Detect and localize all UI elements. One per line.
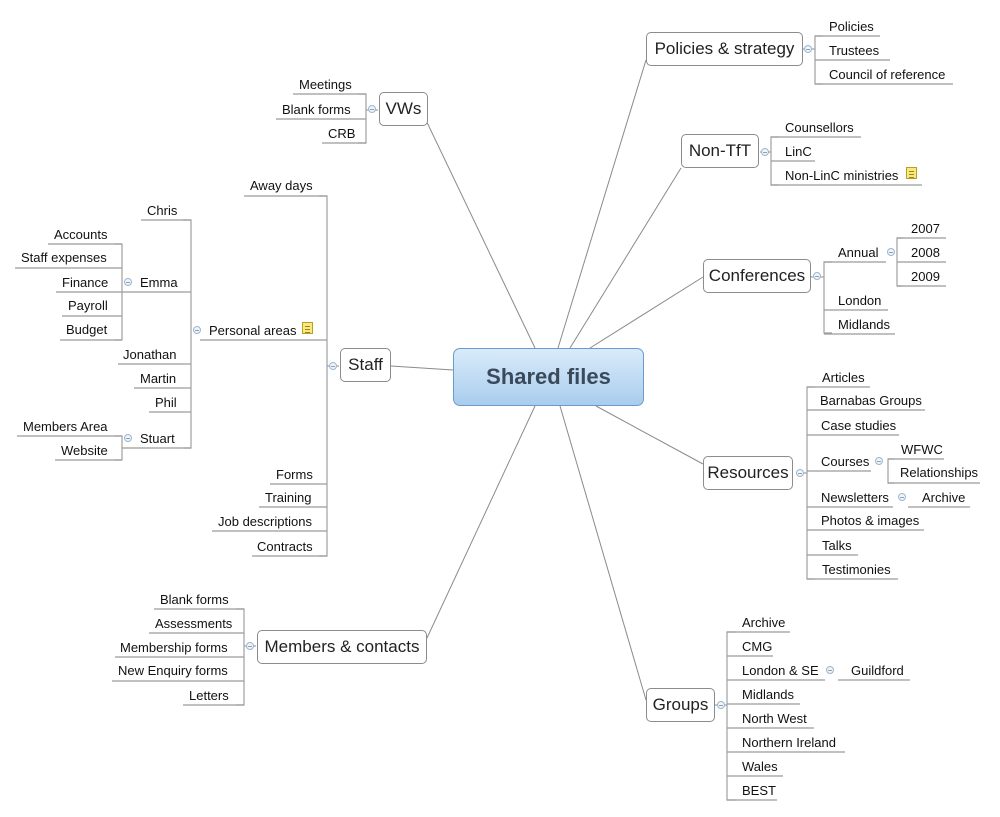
topic-contracts[interactable]: Contracts	[257, 539, 313, 554]
topic-away-days[interactable]: Away days	[250, 178, 313, 193]
topic-staff[interactable]: Staff	[340, 348, 391, 382]
members-branch-lines	[112, 608, 256, 706]
topic-photos-images[interactable]: Photos & images	[821, 513, 920, 528]
topic-wales[interactable]: Wales	[742, 759, 778, 774]
central-connectors	[390, 59, 704, 701]
staff-branch-lines	[15, 195, 339, 557]
topic-members-blank-forms[interactable]: Blank forms	[160, 592, 229, 607]
topic-vws-blank-forms[interactable]: Blank forms	[282, 102, 351, 117]
topic-meetings[interactable]: Meetings	[299, 77, 352, 92]
topic-new-enquiry-forms[interactable]: New Enquiry forms	[118, 663, 228, 678]
note-icon[interactable]	[302, 322, 313, 334]
collapse-icon[interactable]	[368, 105, 376, 113]
topic-newsletters[interactable]: Newsletters	[821, 490, 889, 505]
topic-wfwc[interactable]: WFWC	[901, 442, 943, 457]
topic-council-of-reference[interactable]: Council of reference	[829, 67, 946, 82]
topic-2008[interactable]: 2008	[911, 245, 940, 260]
topic-policies-strategy[interactable]: Policies & strategy	[646, 32, 803, 66]
groups-branch-lines	[715, 631, 910, 801]
central-topic[interactable]: Shared files	[453, 348, 644, 406]
topic-counsellors[interactable]: Counsellors	[785, 120, 854, 135]
collapse-icon[interactable]	[193, 326, 201, 334]
topic-staff-expenses[interactable]: Staff expenses	[21, 250, 107, 265]
topic-accounts[interactable]: Accounts	[54, 227, 108, 242]
collapse-icon[interactable]	[246, 642, 254, 650]
topic-london[interactable]: London	[838, 293, 882, 308]
vws-branch-lines	[276, 93, 378, 144]
collapse-icon[interactable]	[875, 457, 883, 465]
topic-articles[interactable]: Articles	[822, 370, 865, 385]
collapse-icon[interactable]	[887, 248, 895, 256]
topic-jonathan[interactable]: Jonathan	[123, 347, 177, 362]
topic-letters[interactable]: Letters	[189, 688, 229, 703]
collapse-icon[interactable]	[796, 469, 804, 477]
collapse-icon[interactable]	[329, 362, 337, 370]
topic-crb[interactable]: CRB	[328, 126, 356, 141]
topic-best[interactable]: BEST	[742, 783, 776, 798]
topic-groups[interactable]: Groups	[646, 688, 715, 722]
collapse-icon[interactable]	[898, 493, 906, 501]
topic-2007[interactable]: 2007	[911, 221, 940, 236]
topic-groups-archive[interactable]: Archive	[742, 615, 786, 630]
topic-training[interactable]: Training	[265, 490, 312, 505]
topic-martin[interactable]: Martin	[140, 371, 177, 386]
collapse-icon[interactable]	[813, 272, 821, 280]
topic-groups-midlands[interactable]: Midlands	[742, 687, 795, 702]
topic-emma[interactable]: Emma	[140, 275, 178, 290]
collapse-icon[interactable]	[826, 666, 834, 674]
topic-policies[interactable]: Policies	[829, 19, 874, 34]
collapse-icon[interactable]	[761, 148, 769, 156]
topic-vws[interactable]: VWs	[379, 92, 428, 126]
topic-newsletters-archive[interactable]: Archive	[922, 490, 966, 505]
topic-relationships[interactable]: Relationships	[900, 465, 979, 480]
topic-members-area[interactable]: Members Area	[23, 419, 108, 434]
collapse-icon[interactable]	[804, 45, 812, 53]
topic-personal-areas[interactable]: Personal areas	[209, 323, 297, 338]
topic-cmg[interactable]: CMG	[742, 639, 773, 654]
topic-finance[interactable]: Finance	[62, 275, 109, 290]
topic-midlands[interactable]: Midlands	[838, 317, 891, 332]
topic-northern-ireland[interactable]: Northern Ireland	[742, 735, 836, 750]
collapse-icon[interactable]	[717, 701, 725, 709]
topic-phil[interactable]: Phil	[155, 395, 177, 410]
policies-branch-lines	[803, 35, 953, 85]
topic-payroll[interactable]: Payroll	[68, 298, 108, 313]
topic-job-descriptions[interactable]: Job descriptions	[218, 514, 312, 529]
topic-north-west[interactable]: North West	[742, 711, 807, 726]
topic-members-contacts[interactable]: Members & contacts	[257, 630, 427, 664]
topic-talks[interactable]: Talks	[822, 538, 852, 553]
topic-barnabas-groups[interactable]: Barnabas Groups	[820, 393, 922, 408]
topic-annual[interactable]: Annual	[838, 245, 879, 260]
conferences-branch-lines	[811, 237, 946, 335]
topic-london-se[interactable]: London & SE	[742, 663, 819, 678]
topic-conferences[interactable]: Conferences	[703, 259, 811, 293]
topic-assessments[interactable]: Assessments	[155, 616, 233, 631]
topic-trustees[interactable]: Trustees	[829, 43, 880, 58]
topic-non-linc-ministries[interactable]: Non-LinC ministries	[785, 168, 899, 183]
topic-linc[interactable]: LinC	[785, 144, 812, 159]
topic-resources[interactable]: Resources	[703, 456, 793, 490]
topic-2009[interactable]: 2009	[911, 269, 940, 284]
topic-courses[interactable]: Courses	[821, 454, 870, 469]
topic-forms[interactable]: Forms	[276, 467, 313, 482]
topic-non-tft[interactable]: Non-TfT	[681, 134, 759, 168]
resources-branch-lines	[796, 386, 980, 580]
topic-website[interactable]: Website	[61, 443, 108, 458]
collapse-icon[interactable]	[124, 434, 132, 442]
topic-case-studies[interactable]: Case studies	[821, 418, 897, 433]
topic-budget[interactable]: Budget	[66, 322, 108, 337]
note-icon[interactable]	[906, 167, 917, 179]
topic-stuart[interactable]: Stuart	[140, 431, 175, 446]
topic-membership-forms[interactable]: Membership forms	[120, 640, 228, 655]
topic-chris[interactable]: Chris	[147, 203, 178, 218]
topic-guildford[interactable]: Guildford	[851, 663, 904, 678]
collapse-icon[interactable]	[124, 278, 132, 286]
topic-testimonies[interactable]: Testimonies	[822, 562, 891, 577]
